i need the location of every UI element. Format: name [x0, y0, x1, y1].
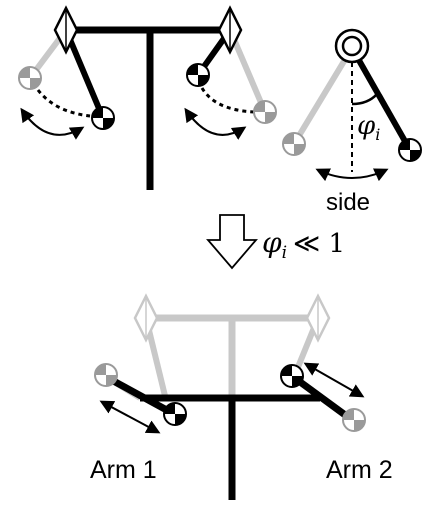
transition: φi≪ 1: [206, 214, 345, 270]
quartered-circle-mass-icon: [342, 408, 366, 432]
quartered-circle-mass-icon: [280, 364, 304, 388]
diamond-joint-icon: [133, 293, 159, 343]
diamond-joint-icon: [217, 5, 243, 55]
arm2-dark: [289, 373, 355, 423]
diamond-joint-icon: [305, 293, 331, 343]
arm2-label: Arm 2: [326, 456, 393, 484]
right-dotted-path: [200, 87, 255, 114]
side-angle-label: φi: [357, 111, 380, 144]
arm1-label: Arm 1: [90, 456, 157, 484]
double-circle-pivot-icon: [334, 28, 370, 64]
left-arm-dark: [63, 28, 106, 120]
right-arm-light: [227, 28, 268, 114]
quartered-circle-mass-icon: [94, 363, 118, 387]
bottom-structure: Arm 1 Arm 2: [90, 293, 393, 500]
side-label: side: [326, 189, 370, 216]
side-view: φi side: [282, 28, 422, 216]
arm2-motion-arrow: [303, 362, 365, 398]
down-arrow-icon: [206, 214, 258, 270]
quartered-circle-mass-icon: [91, 106, 115, 130]
diamond-joint-icon: [53, 5, 79, 55]
side-angle-arc: [351, 93, 378, 106]
quartered-circle-mass-icon: [186, 63, 210, 87]
right-motion-arrow: [184, 107, 247, 140]
small-angle-condition: φi≪ 1: [262, 226, 345, 263]
arm1-motion-arrow: [99, 400, 161, 434]
quartered-circle-mass-icon: [398, 138, 422, 162]
arm1-dark: [106, 374, 176, 418]
quartered-circle-mass-icon: [18, 66, 42, 90]
left-motion-arrow: [20, 107, 85, 140]
side-arm-light: [291, 46, 355, 146]
side-motion-arrow: [315, 168, 389, 182]
top-structure: [18, 5, 277, 190]
quartered-circle-mass-icon: [163, 402, 187, 426]
left-dotted-path: [36, 89, 91, 118]
side-arm-dark: [349, 46, 413, 152]
quartered-circle-mass-icon: [282, 132, 306, 156]
quartered-circle-mass-icon: [253, 100, 277, 124]
